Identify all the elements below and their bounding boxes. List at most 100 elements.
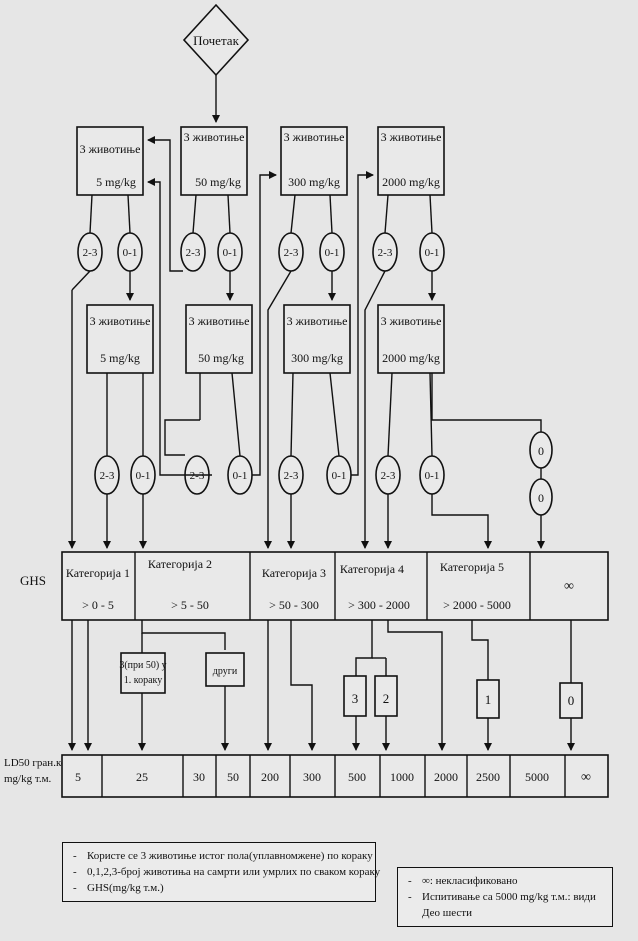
svg-text:Категорија 4: Категорија 4 [340, 562, 404, 576]
svg-text:0-1: 0-1 [332, 470, 347, 482]
svg-text:> 2000 - 5000: > 2000 - 5000 [443, 598, 511, 612]
step1-box-5: 3 животиње 5 mg/kg [76, 126, 144, 196]
svg-text:3 животиње: 3 животиње [184, 130, 245, 144]
svg-text:0-1: 0-1 [325, 247, 340, 259]
svg-text:Категорија 3: Категорија 3 [262, 566, 326, 580]
outcome-circle: 0-1 [419, 455, 445, 495]
ld50-cell: 500 [348, 770, 366, 784]
svg-text:1: 1 [485, 692, 492, 707]
svg-text:1. кораку: 1. кораку [124, 675, 163, 686]
numbered-box-3: 3 [343, 675, 367, 717]
legend-item: 0,1,2,3-број животиња на самрти или умрл… [73, 865, 380, 881]
ld50-cell: 5000 [525, 770, 549, 784]
svg-text:0-1: 0-1 [425, 247, 440, 259]
svg-text:> 0 - 5: > 0 - 5 [82, 598, 114, 612]
svg-text:> 50 - 300: > 50 - 300 [269, 598, 319, 612]
svg-text:3 животиње: 3 животиње [381, 314, 442, 328]
ld50-cell: ∞ [581, 770, 591, 785]
svg-text:> 300 - 2000: > 300 - 2000 [348, 598, 410, 612]
outcome-circle: 2-3 [278, 232, 304, 272]
ld50-cell: 30 [193, 770, 205, 784]
step2-box-300: 3 животиње 300 mg/kg [283, 304, 351, 374]
svg-text:3: 3 [352, 691, 359, 706]
step1-box-2000: 3 животиње 2000 mg/kg [377, 126, 445, 196]
outcome-circle: 2-3 [180, 232, 206, 272]
svg-text:2-3: 2-3 [83, 247, 98, 259]
svg-text:2: 2 [383, 691, 390, 706]
svg-text:3 животиње: 3 животиње [284, 130, 345, 144]
svg-text:2-3: 2-3 [186, 247, 201, 259]
ld50-cell: 1000 [390, 770, 414, 784]
outcome-circle: 2-3 [278, 455, 304, 495]
svg-text:Категорија 1: Категорија 1 [66, 566, 130, 580]
svg-text:други: други [213, 666, 238, 677]
numbered-box-0: 0 [559, 682, 583, 719]
svg-text:5 mg/kg: 5 mg/kg [96, 175, 136, 189]
svg-text:Категорија 2: Категорија 2 [148, 557, 212, 571]
ghs-label: GHS [20, 573, 46, 588]
ld50-cell: 300 [303, 770, 321, 784]
svg-text:0-1: 0-1 [425, 470, 440, 482]
legend-item: ∞: некласификовано [408, 874, 606, 890]
ld50-cell: 25 [136, 770, 148, 784]
outcome-circle: 0 [529, 478, 553, 516]
svg-text:2-3: 2-3 [284, 247, 299, 259]
svg-text:3 животиње: 3 животиње [80, 142, 141, 156]
legend-item: Користе се 3 животиње истог пола(уплавно… [73, 849, 373, 865]
ld50-cell: 2000 [434, 770, 458, 784]
svg-text:2000 mg/kg: 2000 mg/kg [382, 351, 440, 365]
svg-text:50 mg/kg: 50 mg/kg [198, 351, 244, 365]
svg-text:2-3: 2-3 [378, 247, 393, 259]
svg-text:3 животиње: 3 животиње [381, 130, 442, 144]
outcome-circle: 0-1 [326, 455, 352, 495]
ghs-category-2: Категорија 2> 5 - 50 [148, 557, 212, 612]
numbered-box-2: 2 [374, 675, 398, 717]
note-box-other: други [205, 652, 245, 687]
svg-text:Категорија 5: Категорија 5 [440, 560, 504, 574]
svg-text:0-1: 0-1 [223, 247, 238, 259]
note-box-step1: 3(при 50) у 1. кораку [119, 652, 167, 694]
legend-left: Користе се 3 животиње истог пола(уплавно… [62, 842, 380, 902]
outcome-circle: 2-3 [375, 455, 401, 495]
legend-item: GHS(mg/kg т.м.) [73, 881, 369, 897]
outcome-circle: 2-3 [94, 455, 120, 495]
outcome-circle: 0-1 [319, 232, 345, 272]
ghs-category-3: Категорија 3 > 50 - 300 [262, 566, 326, 612]
svg-text:3 животиње: 3 животиње [189, 314, 250, 328]
ld50-cell: 50 [227, 770, 239, 784]
svg-text:∞: ∞ [564, 579, 574, 594]
svg-text:50 mg/kg: 50 mg/kg [195, 175, 241, 189]
svg-text:2-3: 2-3 [190, 470, 205, 482]
svg-text:2-3: 2-3 [284, 470, 299, 482]
step2-box-2000: 3 животиње 2000 mg/kg [377, 304, 445, 374]
ghs-category-5: Категорија 5 > 2000 - 5000 [440, 560, 511, 612]
svg-text:5 mg/kg: 5 mg/kg [100, 351, 140, 365]
svg-text:0-1: 0-1 [123, 247, 138, 259]
outcome-circle: 0-1 [217, 232, 243, 272]
legend-right: ∞: некласификовано Испитивање са 5000 mg… [397, 867, 613, 927]
ghs-category-unclassified: ∞ [564, 579, 574, 594]
outcome-circle: 0-1 [117, 232, 143, 272]
numbered-box-1: 1 [476, 679, 500, 719]
svg-text:2-3: 2-3 [100, 470, 115, 482]
outcome-circle: 0-1 [419, 232, 445, 272]
svg-text:3(при 50) у: 3(при 50) у [119, 660, 166, 671]
ld50-cell: 2500 [476, 770, 500, 784]
svg-text:0-1: 0-1 [233, 470, 248, 482]
svg-text:0: 0 [538, 444, 544, 458]
ld50-cell: 200 [261, 770, 279, 784]
outcome-circle: 0 [529, 431, 553, 469]
svg-text:3 животиње: 3 животиње [287, 314, 348, 328]
step2-box-5: 3 животиње 5 mg/kg [86, 304, 154, 374]
outcome-circle: 2-3 [372, 232, 398, 272]
svg-text:0: 0 [538, 491, 544, 505]
ghs-category-4: Категорија 4 > 300 - 2000 [340, 562, 410, 612]
svg-text:mg/kg т.м.: mg/kg т.м. [4, 773, 52, 785]
svg-text:0: 0 [568, 693, 575, 708]
svg-text:0-1: 0-1 [136, 470, 151, 482]
svg-text:3 животиње: 3 животиње [90, 314, 151, 328]
ghs-category-1: Категорија 1 > 0 - 5 [66, 566, 130, 612]
svg-text:2-3: 2-3 [381, 470, 396, 482]
